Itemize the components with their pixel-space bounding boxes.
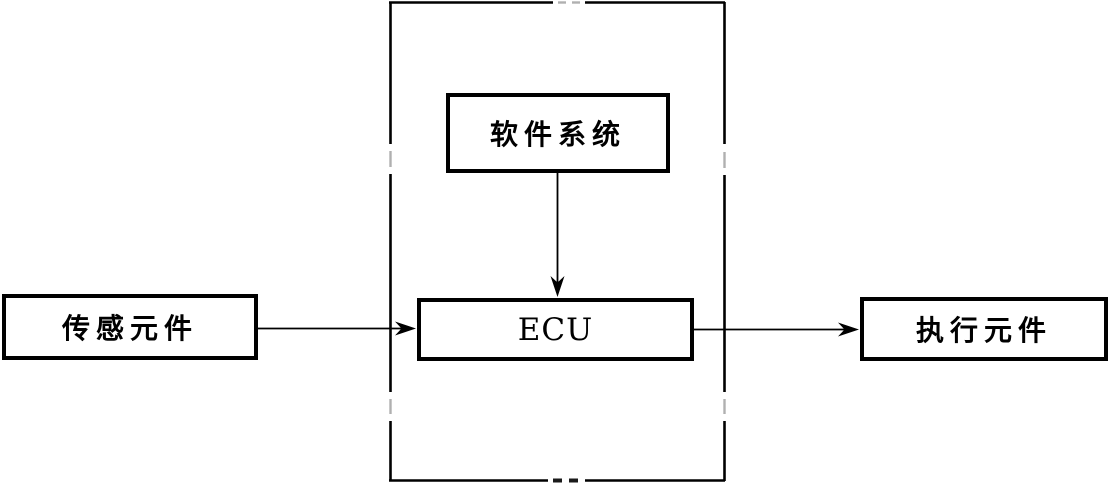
- boundary-break-dashes: [389, 1, 726, 414]
- software-system-box: 软件系统: [446, 93, 670, 173]
- actuator-box: 执行元件: [860, 297, 1108, 361]
- arrow-right-icon: [838, 322, 859, 337]
- software-to-ecu-arrow: [550, 173, 565, 297]
- sensor-box: 传感元件: [2, 294, 258, 360]
- arrow-right-icon: [395, 321, 416, 336]
- software-system-box-label: 软件系统: [489, 118, 626, 151]
- control-unit-boundary: [389, 1, 726, 482]
- actuator-box-label: 执行元件: [915, 314, 1052, 347]
- ecu-to-actuator-arrow: [694, 322, 859, 337]
- arrow-down-icon: [550, 276, 565, 297]
- sensor-to-ecu-arrow: [258, 321, 416, 336]
- ecu-box-label: ECU: [517, 311, 594, 348]
- ecu-box: ECU: [417, 298, 694, 361]
- sensor-box-label: 传感元件: [61, 312, 198, 345]
